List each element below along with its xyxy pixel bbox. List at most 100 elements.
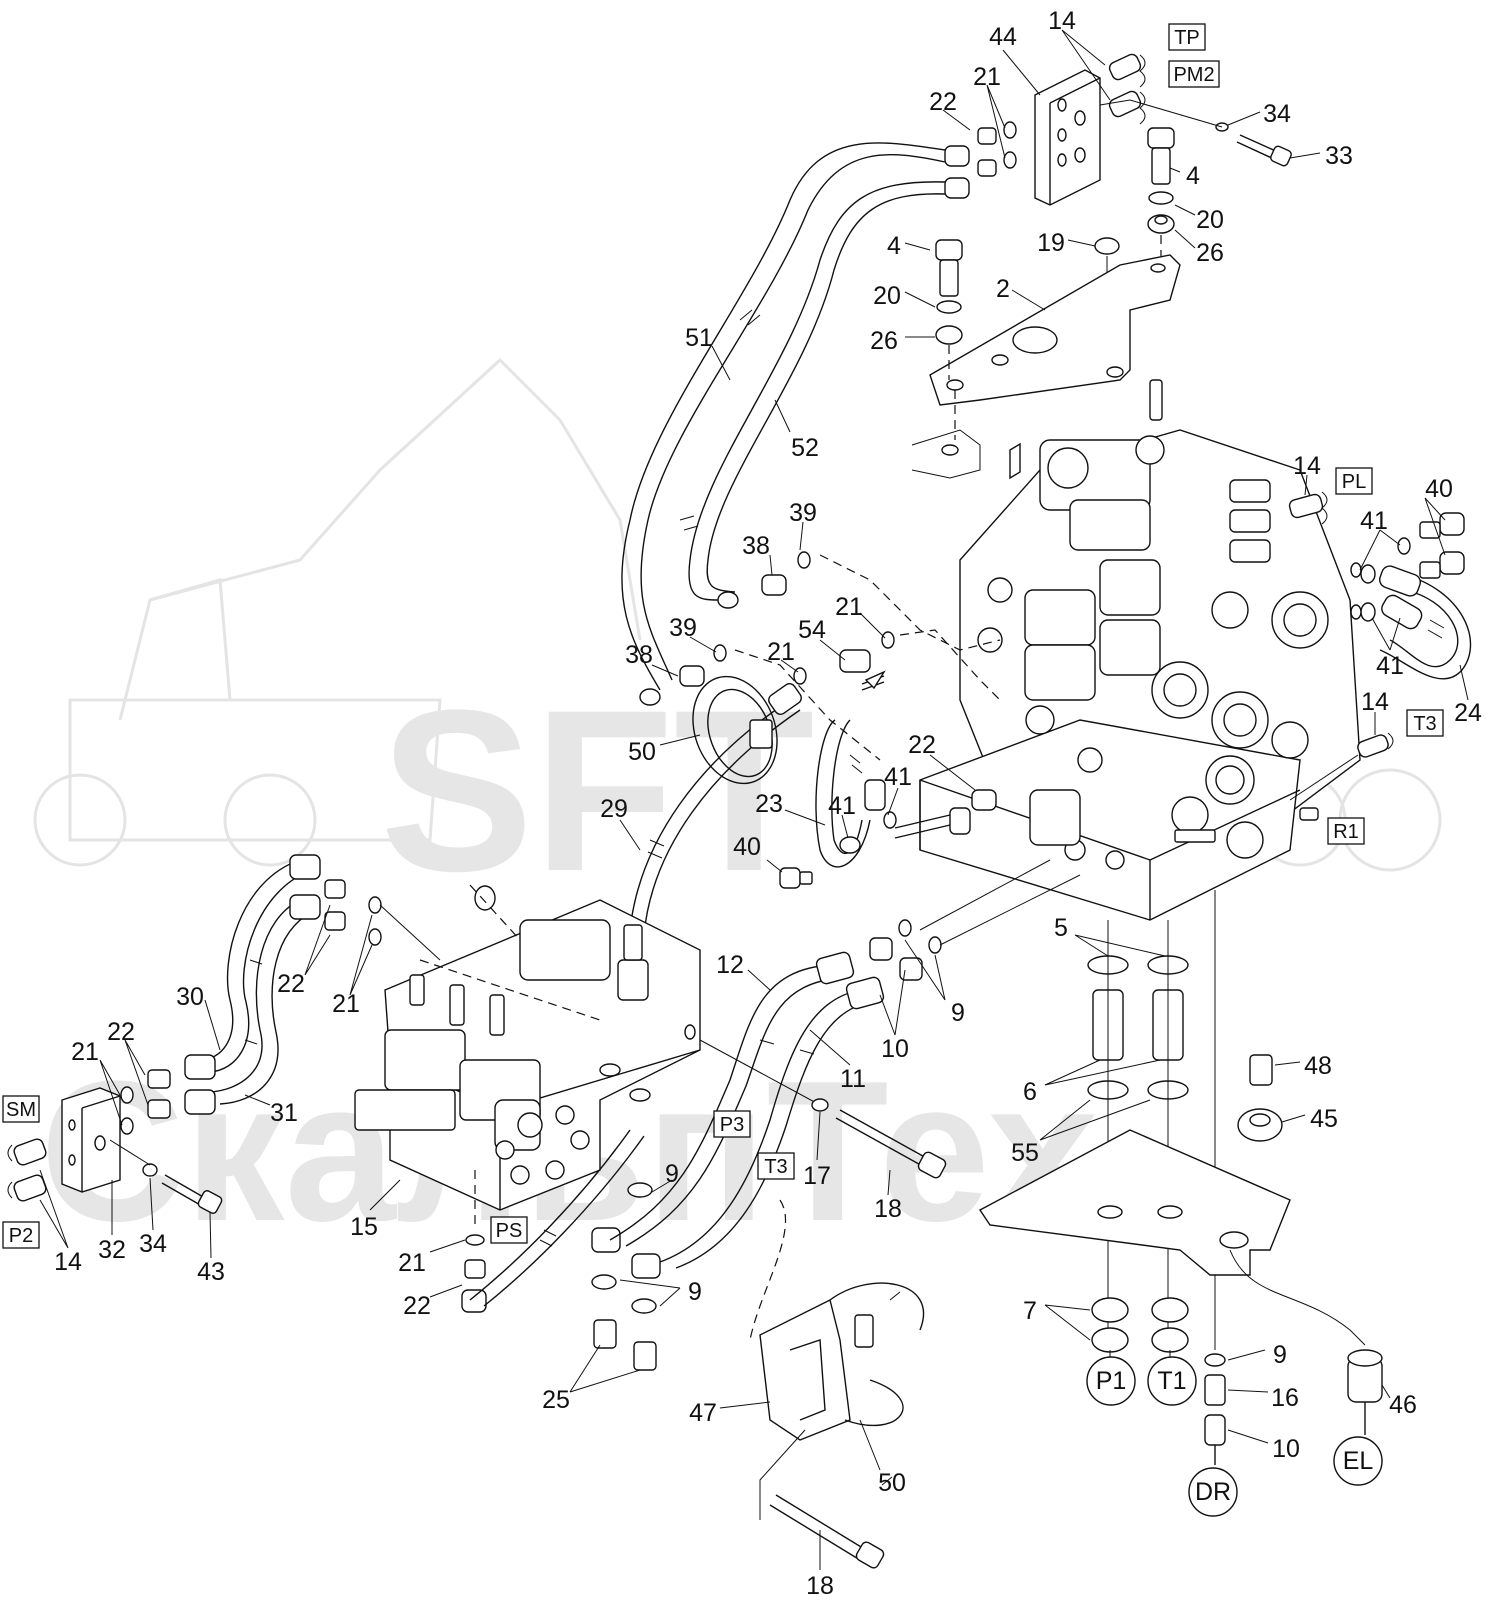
sensor-46 [1229, 1249, 1383, 1435]
callout-18: 18 [874, 1195, 902, 1223]
callout-21: 21 [835, 593, 863, 621]
block-32 [61, 1087, 121, 1193]
port-circle-label: DR [1195, 1478, 1231, 1506]
callout-16: 16 [1271, 1384, 1299, 1412]
port-box-label: T3 [1413, 713, 1436, 735]
callout-21: 21 [767, 638, 795, 666]
callout-21: 21 [398, 1249, 426, 1277]
callout-38: 38 [742, 532, 770, 560]
hoses-51-52 [621, 142, 946, 706]
callout-11: 11 [840, 1065, 866, 1093]
callout-55: 55 [1011, 1139, 1039, 1167]
port-circle-t1: T1 [1147, 1356, 1197, 1406]
hoses-11-12 [609, 859, 1081, 1269]
fittings-dr [1204, 1353, 1226, 1465]
port-box-t3b: T3 [757, 1152, 795, 1180]
callout-9: 9 [665, 1160, 679, 1188]
callout-22: 22 [403, 1292, 431, 1320]
callout-26: 26 [1196, 239, 1224, 267]
port-box-label: R1 [1333, 821, 1359, 843]
callout-41: 41 [884, 763, 912, 791]
callout-9: 9 [951, 999, 965, 1027]
callout-9: 9 [688, 1278, 702, 1306]
callout-41: 41 [828, 792, 856, 820]
port-box-pm2: PM2 [1168, 60, 1220, 88]
hoses-30-31 [120, 854, 441, 1135]
callout-22: 22 [929, 88, 957, 116]
fittings-38-39-54 [679, 551, 1001, 761]
callout-41: 41 [1360, 507, 1388, 535]
callout-40: 40 [1425, 475, 1453, 503]
callout-22: 22 [277, 970, 305, 998]
port-circle-label: T1 [1157, 1367, 1186, 1395]
hose-23 [779, 719, 997, 889]
callout-10: 10 [1272, 1435, 1300, 1463]
clamp-50-top [692, 675, 778, 785]
callout-40: 40 [733, 833, 761, 861]
port-box-label: TP [1174, 27, 1200, 49]
callout-21: 21 [973, 63, 1001, 91]
port-box-p2: P2 [2, 1221, 40, 1249]
callout-22: 22 [107, 1018, 135, 1046]
callout-43: 43 [197, 1258, 225, 1286]
solenoid-manifold-15 [354, 884, 701, 1211]
callout-4: 4 [887, 232, 901, 260]
port-box-label: P3 [720, 1114, 744, 1136]
callout-45: 45 [1310, 1105, 1338, 1133]
watermark-line1: SFT [380, 662, 814, 919]
fittings-21-22-top [944, 121, 1017, 199]
bolt-33 [1099, 99, 1292, 167]
port-box-p3: P3 [713, 1110, 751, 1138]
callout-9: 9 [1273, 1341, 1287, 1369]
callout-38: 38 [625, 641, 653, 669]
port-box-sm: SM [2, 1095, 40, 1123]
bracket-2 [911, 254, 1181, 479]
callout-44: 44 [989, 23, 1017, 51]
callout-14: 14 [1048, 7, 1076, 35]
callout-20: 20 [1196, 206, 1224, 234]
port-box-label: PM2 [1173, 64, 1214, 86]
callout-30: 30 [176, 983, 204, 1011]
port-circle-label: EL [1343, 1447, 1374, 1475]
callout-34: 34 [139, 1230, 167, 1258]
port-box-tp: TP [1168, 23, 1206, 51]
couplers-14-left [7, 1138, 47, 1202]
callout-22: 22 [908, 731, 936, 759]
port-circle-el: EL [1333, 1436, 1383, 1486]
callout-50: 50 [878, 1469, 906, 1497]
callout-39: 39 [789, 499, 817, 527]
bolt-18-mid [699, 1039, 947, 1179]
port-circle-dr: DR [1188, 1467, 1238, 1517]
callout-15: 15 [350, 1213, 378, 1241]
callout-50: 50 [628, 738, 656, 766]
fittings-5-6-55 [1087, 890, 1216, 1350]
callout-46: 46 [1389, 1391, 1417, 1419]
callout-4: 4 [1186, 162, 1200, 190]
main-control-valve [919, 379, 1361, 921]
callout-21: 21 [332, 990, 360, 1018]
callout-7: 7 [1023, 1297, 1037, 1325]
callout-23: 23 [755, 790, 783, 818]
clamp-47-50 [749, 1199, 925, 1569]
nuts-7 [1091, 1297, 1189, 1353]
fittings-48-45 [1237, 1054, 1283, 1142]
callout-41: 41 [1376, 652, 1404, 680]
nut-19 [1094, 237, 1120, 255]
callout-51: 51 [685, 324, 713, 352]
coupler-14-t3 [1289, 732, 1394, 821]
callout-14: 14 [54, 1248, 82, 1276]
callout-20: 20 [873, 282, 901, 310]
callout-5: 5 [1054, 914, 1068, 942]
callout-17: 17 [803, 1162, 831, 1190]
mounting-plate [978, 1129, 1291, 1276]
bolt-4-left [935, 239, 963, 380]
callout-21: 21 [71, 1038, 99, 1066]
bolt-4-right [1147, 127, 1175, 265]
callout-29: 29 [600, 795, 628, 823]
callout-18: 18 [806, 1572, 834, 1600]
callout-48: 48 [1304, 1052, 1332, 1080]
callout-2: 2 [996, 275, 1010, 303]
port-box-t3a: T3 [1406, 709, 1444, 737]
